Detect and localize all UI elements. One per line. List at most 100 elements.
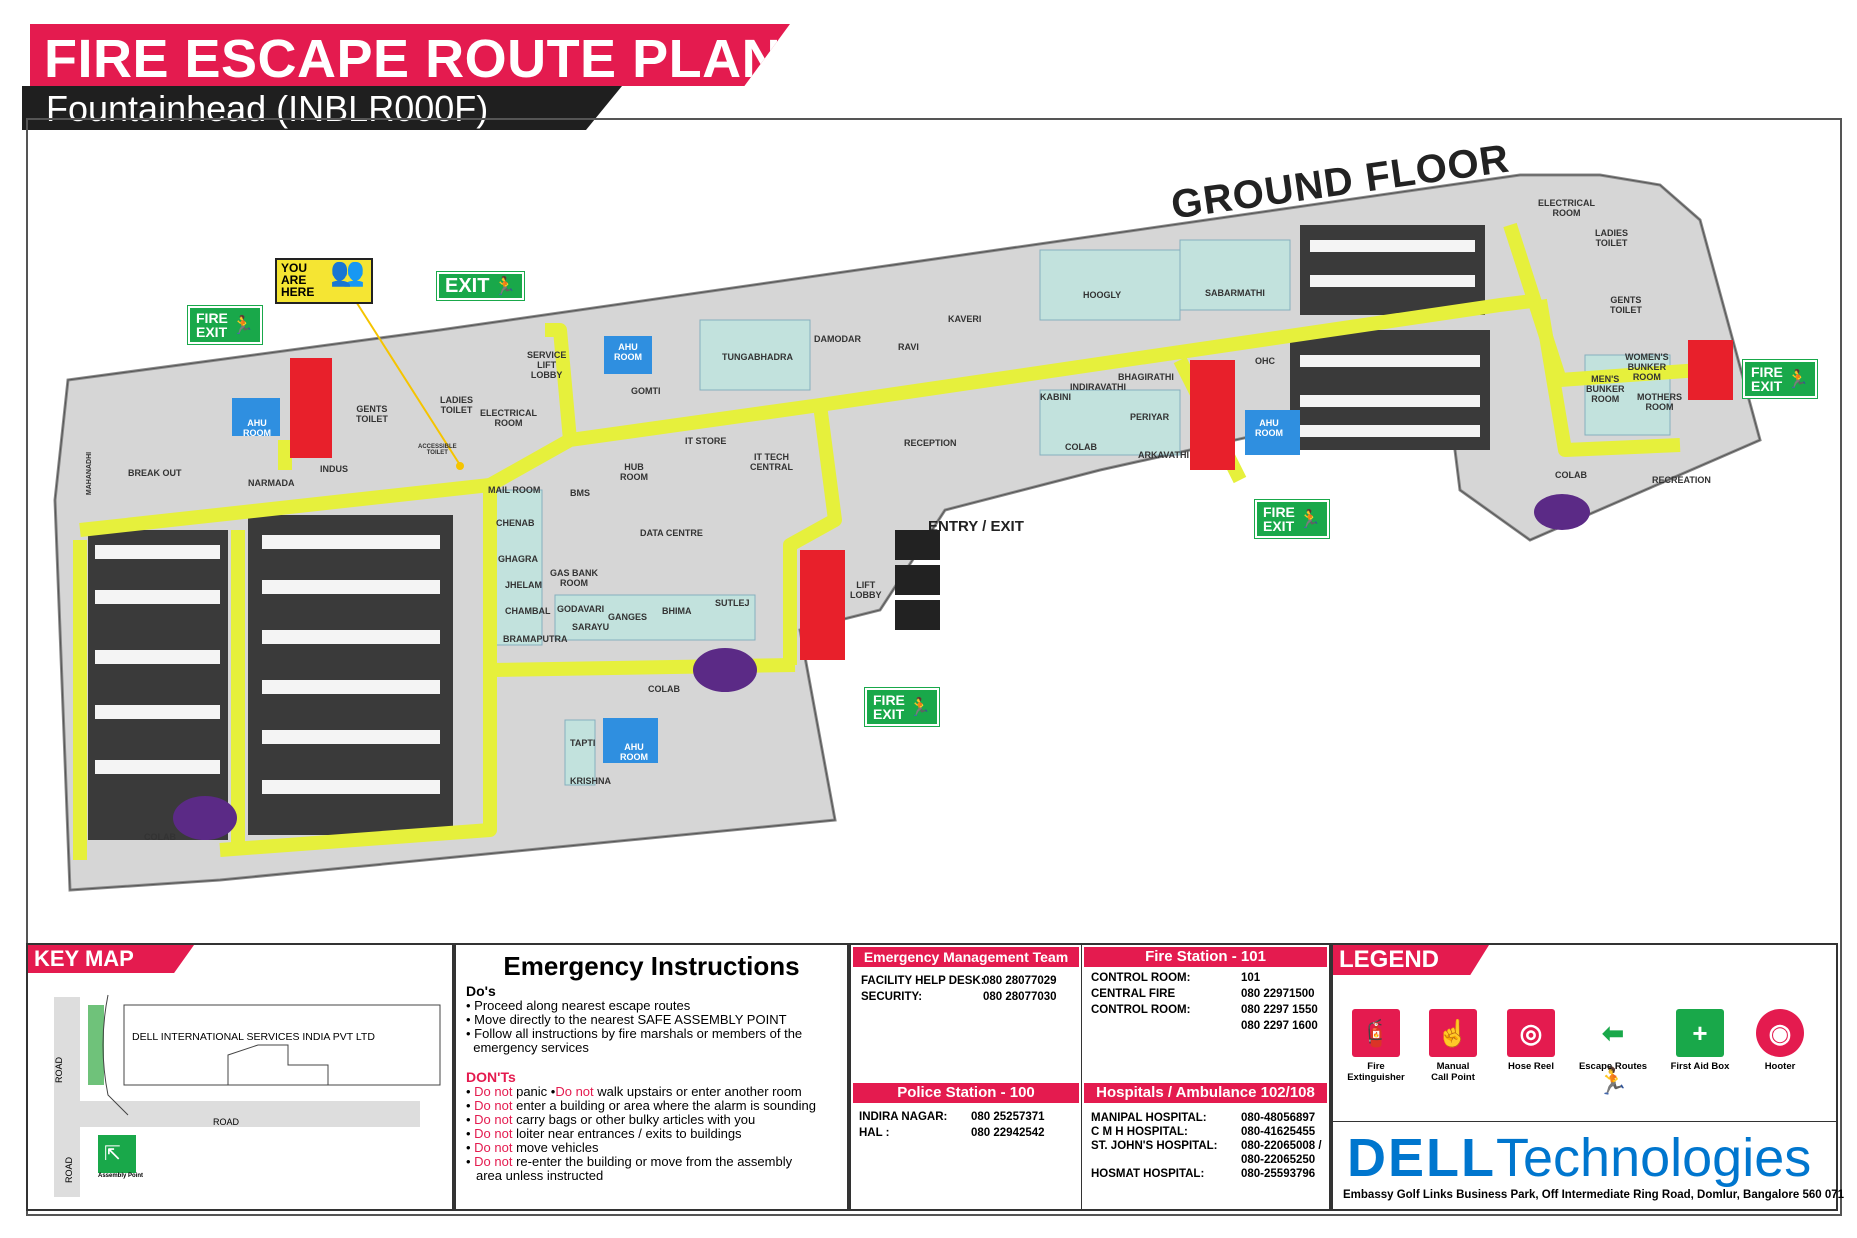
dos-item: emergency services <box>466 1040 589 1055</box>
exit-text: EXIT <box>445 275 490 297</box>
room-label: GENTS TOILET <box>1610 295 1642 315</box>
legend-item: ◎ Hose Reel <box>1496 1009 1566 1072</box>
entry-exit-label: ENTRY / EXIT <box>928 518 1024 535</box>
ahu-rooms <box>232 336 1300 763</box>
room-label: HUB ROOM <box>620 462 648 482</box>
you-are-here-marker: YOU ARE HERE 👥 <box>275 258 373 304</box>
legend-item: ◉ Hooter <box>1745 1009 1815 1072</box>
room-label: KAVERI <box>948 314 982 324</box>
fire-stairs <box>290 340 1733 660</box>
room-label: AHU ROOM <box>1255 418 1283 438</box>
contact-label: MANIPAL HOSPITAL: <box>1091 1112 1207 1124</box>
room-label: AHU ROOM <box>620 742 648 762</box>
assembly-point-icon: ⇱ <box>104 1143 121 1165</box>
exit-sign: EXIT🏃 <box>437 272 524 300</box>
desks <box>95 240 1480 794</box>
fire-exit-sign: FIRE EXIT🏃 <box>1743 360 1818 398</box>
room-label: GENTS TOILET <box>356 404 388 424</box>
running-man-icon: 🏃 <box>908 697 932 717</box>
room-label: RAVI <box>898 342 919 352</box>
legend-item: ☝ Manual Call Point <box>1418 1009 1488 1083</box>
key-map-panel: KEY MAP DELL INTERNATIONAL SERVICES INDI… <box>26 943 454 1211</box>
legend-item: 🧯 Fire Extinguisher <box>1341 1009 1411 1083</box>
title-banner: FIRE ESCAPE ROUTE PLAN <box>30 24 790 86</box>
legend-label: Escape Routes <box>1578 1061 1648 1072</box>
contact-value: 080-22065250 <box>1241 1154 1316 1166</box>
room-label: BREAK OUT <box>128 468 182 478</box>
room-label: JHELAM <box>505 580 543 590</box>
contact-value: 080-25593796 <box>1241 1168 1316 1180</box>
legend-item: ⬅🏃 Escape Routes <box>1573 1009 1653 1096</box>
room-label: LADIES TOILET <box>1595 228 1629 248</box>
manual-call-point-icon: ☝ <box>1429 1009 1477 1057</box>
lift-shafts <box>895 530 940 630</box>
dos-heading: Do's <box>466 983 496 999</box>
room-label: MAHANADHI <box>86 451 94 496</box>
dell-logo: DELLTechnologies <box>1347 1127 1811 1189</box>
contact-label: SECURITY: <box>861 991 923 1003</box>
room-label: SARAYU <box>572 622 610 632</box>
room-label: SUTLEJ <box>715 598 750 608</box>
room-label: ELECTRICAL ROOM <box>480 408 537 428</box>
key-map-drawing <box>54 994 441 1197</box>
contact-label: FACILITY HELP DESK: <box>861 975 985 987</box>
key-map-title: KEY MAP <box>28 945 194 973</box>
donts-item: • Do not loiter near entrances / exits t… <box>466 1126 742 1141</box>
room-label: LIFT LOBBY <box>850 580 882 600</box>
room-label: KRISHNA <box>570 776 612 786</box>
dos-item: • Follow all instructions by fire marsha… <box>466 1026 803 1041</box>
contacts-panel: Emergency Management Team Fire Station -… <box>849 943 1331 1211</box>
emergency-instructions-panel: Emergency Instructions Do's • Proceed al… <box>454 943 849 1211</box>
legend-title: LEGEND <box>1333 945 1489 975</box>
page-title: FIRE ESCAPE ROUTE PLAN <box>44 29 782 89</box>
emt-title: Emergency Management Team <box>853 947 1079 967</box>
running-man-icon: 🏃 <box>1786 369 1810 389</box>
room-label: WOMEN'S BUNKER ROOM <box>1625 352 1669 382</box>
room-label: TUNGABHADRA <box>722 352 793 362</box>
room-label: CHAMBAL <box>505 606 551 616</box>
key-map-road: ROAD <box>213 1117 240 1127</box>
legend-label: Manual Call Point <box>1431 1061 1475 1083</box>
floor-plan <box>53 173 1762 892</box>
donts-item: • Do not enter a building or area where … <box>466 1098 816 1113</box>
room-label: PERIYAR <box>1130 412 1170 422</box>
room-label: RECREATION <box>1652 475 1711 485</box>
room-label: BHAGIRATHI <box>1118 372 1174 382</box>
key-map-road: ROAD <box>64 1156 75 1184</box>
room-label: BRAMAPUTRA <box>503 634 568 644</box>
room-label: GHAGRA <box>498 554 538 564</box>
escape-route <box>73 222 1701 860</box>
contact-value: 080-41625455 <box>1241 1126 1316 1138</box>
room-label: GODAVARI <box>557 604 605 614</box>
contact-value: 080 28077030 <box>983 991 1057 1003</box>
donts-heading: DON'Ts <box>466 1069 516 1085</box>
person-icon: 👥 <box>330 256 365 287</box>
fire-title: Fire Station - 101 <box>1084 947 1327 967</box>
fire-exit-text: FIRE EXIT <box>873 692 905 722</box>
first-aid-icon: + <box>1676 1009 1724 1057</box>
fire-extinguisher-icon: 🧯 <box>1352 1009 1400 1057</box>
donts-item: • Do not carry bags or other bulky artic… <box>466 1112 756 1127</box>
contact-value: 101 <box>1241 972 1261 984</box>
legend-item: + First Aid Box <box>1665 1009 1735 1072</box>
room-label: MAIL ROOM <box>488 485 541 495</box>
escape-route-icon: ⬅🏃 <box>1596 1018 1630 1096</box>
room-label: AHU ROOM <box>614 342 642 362</box>
room-label: MOTHERS ROOM <box>1637 392 1682 412</box>
meeting-rooms <box>489 239 1671 786</box>
legend-panel: LEGEND 🧯 Fire Extinguisher ☝ Manual Call… <box>1331 943 1844 1211</box>
dos-item: • Proceed along nearest escape routes <box>466 998 691 1013</box>
legend-label: Hose Reel <box>1508 1061 1554 1072</box>
hooter-icon: ◉ <box>1756 1009 1804 1057</box>
you-are-here-dot <box>456 462 464 470</box>
contact-value: 080 2297 1600 <box>1241 1020 1318 1032</box>
key-map-road: ROAD <box>54 1056 65 1084</box>
police-title: Police Station - 100 <box>853 1083 1079 1103</box>
subtitle-banner: Fountainhead (INBLR000F) <box>22 86 622 130</box>
contact-value: 080 22971500 <box>1241 988 1315 1000</box>
contact-label: CENTRAL FIRE <box>1091 988 1176 1000</box>
legend-label: First Aid Box <box>1670 1061 1730 1072</box>
donts-item: • Do not re-enter the building or move f… <box>466 1154 793 1169</box>
dell-logo-mark: DELL <box>1347 1128 1496 1188</box>
room-label: GANGES <box>608 612 648 622</box>
